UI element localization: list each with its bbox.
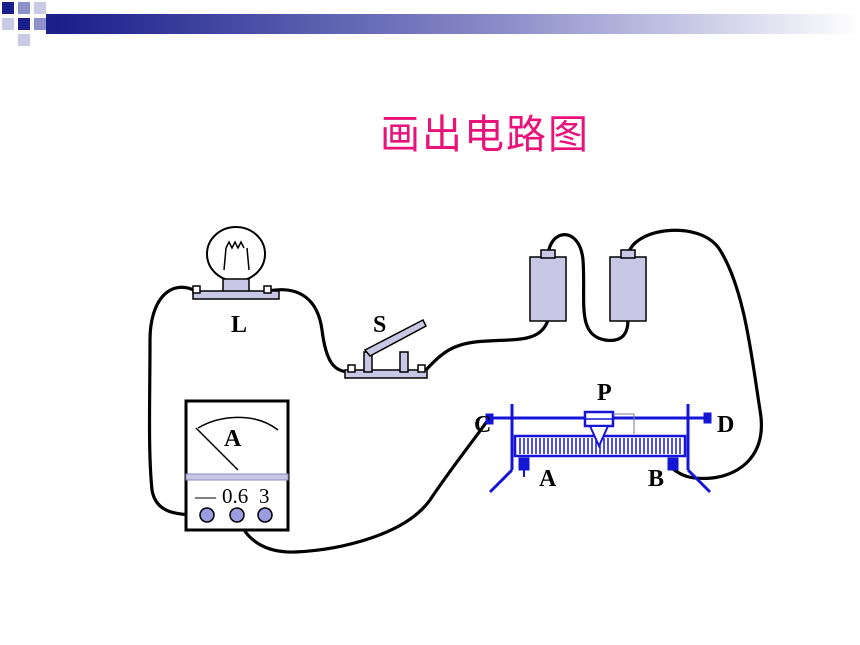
wire-battery-series <box>546 233 630 343</box>
lamp-label: L <box>231 312 247 338</box>
rheostat-terminal-d <box>703 412 712 424</box>
header-square <box>46 14 60 34</box>
header-square <box>2 18 14 30</box>
rheostat-terminal-c <box>485 413 494 425</box>
rheostat-terminal-a-block <box>518 457 530 471</box>
rheostat-label-a: A <box>539 466 557 492</box>
battery-1 <box>529 256 567 322</box>
lamp-base <box>192 290 280 300</box>
battery-1-cap <box>540 249 556 259</box>
lamp-bulb <box>206 226 266 282</box>
rheostat-label-d: D <box>717 412 734 438</box>
rheostat-coil-windings <box>519 438 681 454</box>
rheostat-label-c: C <box>474 412 491 438</box>
lamp-terminal-left <box>192 285 201 294</box>
battery-pack <box>529 249 647 322</box>
ammeter-terminal-label-minus: — <box>194 484 217 508</box>
lamp-socket <box>222 278 250 293</box>
header-square <box>2 2 14 14</box>
switch-terminal-left <box>347 364 356 373</box>
header-band <box>2 2 860 46</box>
header-square <box>18 2 30 14</box>
rheostat-right-leg <box>686 468 712 494</box>
switch-base <box>344 369 428 379</box>
rheostat-label-b: B <box>648 466 664 492</box>
wire-rheostat-to-ammeter <box>236 418 490 554</box>
rheostat-label-p: P <box>597 380 612 406</box>
battery-2-cap <box>620 249 636 259</box>
ammeter-label: A <box>224 426 242 452</box>
header-square <box>34 18 46 30</box>
ammeter-terminal-minus <box>199 507 215 523</box>
rheostat-slider-contact <box>588 425 610 449</box>
header-square <box>18 18 30 30</box>
rheostat <box>485 404 712 494</box>
ammeter-terminal-label-0-6: 0.6 <box>222 484 248 508</box>
wire-lamp-to-switch <box>266 288 352 374</box>
battery-2 <box>609 256 647 322</box>
wires <box>147 228 763 554</box>
rheostat-left-leg <box>488 468 514 494</box>
header-square <box>18 34 30 46</box>
wire-switch-to-battery <box>422 318 550 374</box>
ammeter-terminal-0-6 <box>229 507 245 523</box>
slide-title: 画出电路图 <box>380 112 590 158</box>
ammeter-terminal-label-3: 3 <box>259 484 270 508</box>
header-square <box>34 2 46 14</box>
ammeter-divider <box>185 473 289 481</box>
switch: S <box>344 312 428 379</box>
switch-terminal-right <box>417 364 426 373</box>
switch-post-right <box>399 351 409 373</box>
lamp: L <box>192 226 280 338</box>
switch-label: S <box>373 312 386 338</box>
ammeter: A — 0.6 3 <box>184 399 290 532</box>
rheostat-terminal-b-block <box>667 457 679 471</box>
ammeter-terminal-3 <box>257 507 273 523</box>
rheostat-slider-arm <box>613 413 635 434</box>
lamp-filament <box>223 240 250 271</box>
rheostat-labels: P C D A B <box>474 380 734 492</box>
switch-blade <box>363 318 427 357</box>
lamp-terminal-right <box>263 285 272 294</box>
wire-battery-to-rheostat <box>626 228 763 481</box>
ammeter-needle <box>195 427 239 471</box>
ammeter-scale-arc <box>197 416 279 431</box>
header-gradient-bar <box>60 14 860 34</box>
wire-lamp-to-ammeter <box>147 285 208 517</box>
